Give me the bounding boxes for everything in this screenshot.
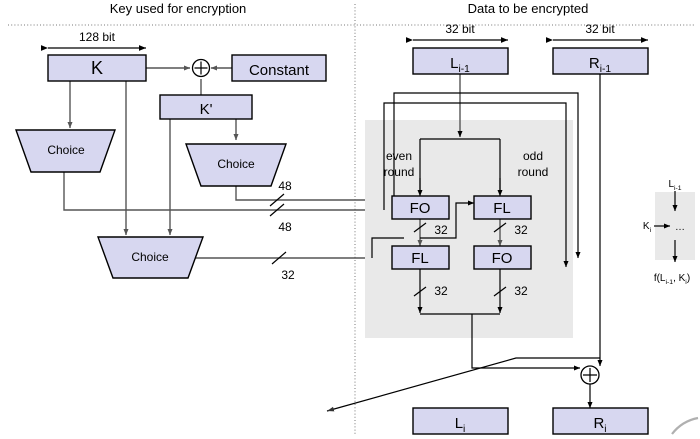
block-FL-even-label: FL <box>411 250 429 267</box>
bus-slash-fl-even-out <box>413 286 427 297</box>
block-FL-odd[interactable] <box>473 195 532 220</box>
data-block-L-out-label: Li <box>455 415 466 435</box>
header-left: Key used for encryption <box>110 1 247 16</box>
block-FL-even[interactable] <box>391 245 450 270</box>
header-right: Data to be encrypted <box>468 1 589 16</box>
key-width-label: 128 bit <box>79 30 116 44</box>
inset-key-label: Ki <box>643 221 652 234</box>
data-block-R-out-label: Ri <box>593 415 606 435</box>
inset-body-label: … <box>675 222 685 233</box>
constant-block-label: Constant <box>249 62 310 79</box>
wire-choice-middle-to-fo-even <box>235 186 395 203</box>
wire-label-48-bottom: 48 <box>278 220 292 234</box>
data-block-L-prev[interactable] <box>412 47 509 75</box>
xor-gate-key-cross <box>194 61 208 75</box>
block-FO-odd[interactable] <box>473 245 532 270</box>
bus-slash-48-lower <box>269 203 285 217</box>
choice-left[interactable] <box>15 129 116 173</box>
wire-feedback-48-bottom-to-fo-odd <box>383 102 569 268</box>
inset-output-label: f(Li-1, Ki) <box>654 273 690 286</box>
left-half-dimension-label: 32 bit <box>445 22 475 36</box>
block-FO-even-label: FO <box>410 200 431 217</box>
wire-round-merge-to-xor <box>420 313 580 368</box>
choice-bottom[interactable] <box>96 236 205 279</box>
bus-slash-fo-odd-out <box>493 286 507 297</box>
choice-middle-label: Choice <box>217 157 255 171</box>
xor-gate-data-cross <box>583 368 597 382</box>
wire-label-fl-even-out: 32 <box>434 284 448 298</box>
even-round-label-line1: even <box>386 149 412 163</box>
odd-round-label-line1: odd <box>523 149 543 163</box>
wire-Rprev-crossover-to-L-out <box>326 357 600 412</box>
key-block-Kprime[interactable] <box>159 94 253 120</box>
constant-block[interactable] <box>231 54 327 82</box>
bus-slash-fo-even-out <box>413 222 427 233</box>
choice-bottom-label: Choice <box>131 250 169 264</box>
data-block-R-prev[interactable] <box>552 47 649 75</box>
block-FO-odd-label: FO <box>492 250 513 267</box>
choice-left-label: Choice <box>47 143 85 157</box>
wire-label-48-top: 48 <box>278 179 292 193</box>
wire-feedback-32-key-branch <box>371 237 404 258</box>
wire-label-fo-even-out: 32 <box>434 223 448 237</box>
block-FO-even[interactable] <box>391 195 450 220</box>
right-half-dimension-label: 32 bit <box>585 22 615 36</box>
wire-feedback-48-top-to-fo-odd <box>393 92 581 259</box>
wire-choice-left-to-fo-even <box>63 172 395 213</box>
block-FL-odd-label: FL <box>493 200 511 217</box>
key-block-K-label: K <box>91 58 103 78</box>
data-block-R-prev-label: Ri-1 <box>589 55 611 75</box>
wire-fo-even-to-fl-odd <box>420 200 475 239</box>
data-block-R-out[interactable] <box>552 407 649 435</box>
choice-middle[interactable] <box>185 143 287 187</box>
bus-slash-48-upper <box>269 193 285 207</box>
bus-slash-fl-odd-out <box>493 222 507 233</box>
wire-label-fl-odd-out: 32 <box>514 223 528 237</box>
odd-round-label-line2: round <box>518 165 549 179</box>
corner-arc-artifact <box>671 416 699 435</box>
wire-label-fo-odd-out: 32 <box>514 284 528 298</box>
inset-input-label: Li-1 <box>668 179 681 192</box>
key-block-Kprime-label: K' <box>200 101 213 118</box>
data-block-L-out[interactable] <box>412 407 509 435</box>
data-block-L-prev-label: Li-1 <box>450 55 470 75</box>
key-block-K[interactable] <box>47 54 147 82</box>
round-function-region <box>365 120 573 338</box>
wire-label-32-key: 32 <box>281 268 295 282</box>
bus-slash-32-key <box>271 251 287 265</box>
even-round-label-line2: round <box>384 165 415 179</box>
